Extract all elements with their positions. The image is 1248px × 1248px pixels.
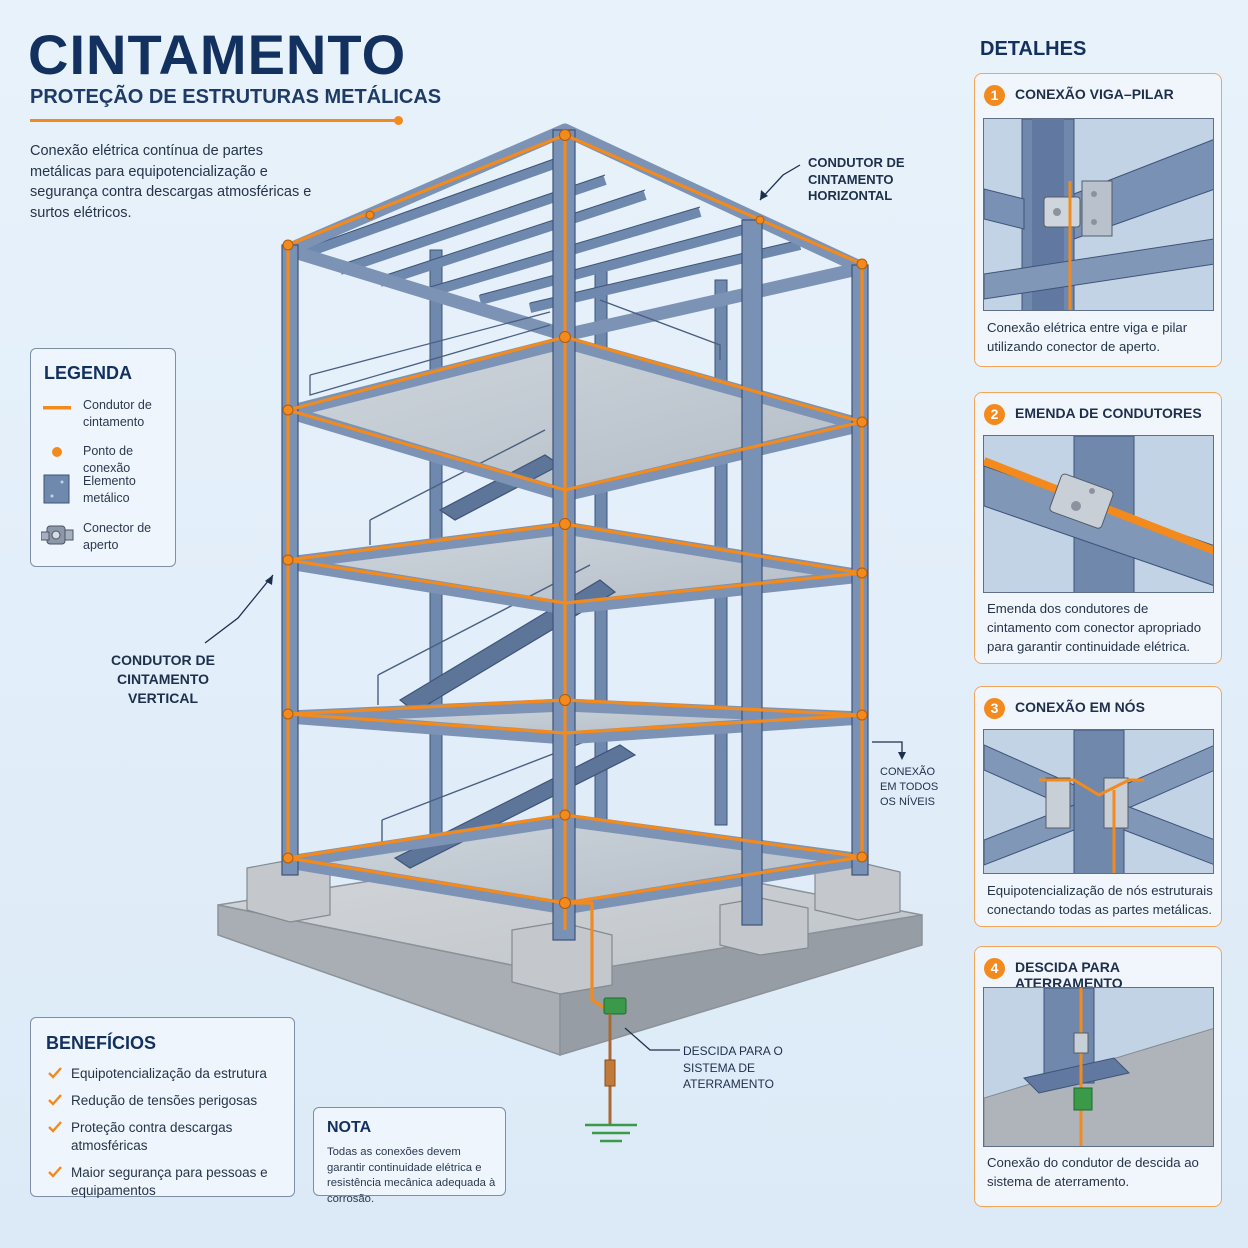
- callout-vertical-conductor: CONDUTOR DE CINTAMENTO VERTICAL: [111, 652, 215, 706]
- connection-points: [282, 129, 868, 909]
- detail-card-node-connection: 3 CONEXÃO EM NÓS Equipotencialização de …: [974, 686, 1222, 927]
- detail-number-badge: 1: [984, 85, 1005, 106]
- page-subtitle: PROTEÇÃO DE ESTRUTURAS METÁLICAS: [30, 86, 442, 108]
- detail-caption: Conexão do condutor de descida ao sistem…: [987, 1155, 1199, 1189]
- benefit-item: Redução de tensões perigosas: [46, 1092, 291, 1110]
- detail-number-badge: 3: [984, 698, 1005, 719]
- note-text: Todas as conexões devem garantir continu…: [327, 1146, 496, 1205]
- ground-downlead-icon: [984, 988, 1213, 1146]
- check-icon: [48, 1121, 62, 1133]
- leader-arrowheads: [265, 190, 906, 760]
- note-box: NOTA Todas as conexões devem garantir co…: [313, 1107, 506, 1205]
- railings: [309, 299, 721, 396]
- benefit-item: Proteção contra descargas atmosféricas: [46, 1119, 291, 1155]
- detail-card-ground-downlead: 4 DESCIDA PARA ATERRAMENTO Conexão do co…: [974, 946, 1222, 1207]
- detail-illustration: [983, 435, 1214, 593]
- callout-all-levels: CONEXÃO EM TODOS OS NÍVEIS: [880, 766, 939, 808]
- clamp-connector-icon: [41, 525, 74, 545]
- beam-column-connection-icon: [984, 119, 1213, 310]
- check-icon: [48, 1094, 62, 1106]
- page-title: CINTAMENTO: [28, 23, 407, 86]
- detail-number-badge: 4: [984, 958, 1005, 979]
- connection-point-icon: [52, 447, 62, 457]
- details-title: DETALHES: [980, 38, 1087, 60]
- detail-illustration: [983, 118, 1214, 311]
- detail-heading: CONEXÃO VIGA–PILAR: [1015, 86, 1174, 102]
- detail-caption: Conexão elétrica entre viga e pilar util…: [987, 320, 1188, 354]
- detail-caption: Equipotencialização de nós estruturais c…: [987, 883, 1213, 917]
- conductor-line-icon: [43, 406, 71, 410]
- detail-illustration: [983, 729, 1214, 874]
- detail-card-conductor-splice: 2 EMENDA DE CONDUTORES Emenda dos condut…: [974, 392, 1222, 664]
- title-underline-dot: [394, 116, 403, 125]
- callout-grounding-downlead: DESCIDA PARA O SISTEMA DE ATERRAMENTO: [683, 1044, 783, 1091]
- conductor-splice-icon: [984, 436, 1213, 592]
- benefit-item: Maior segurança para pessoas e equipamen…: [46, 1164, 291, 1200]
- note-title: NOTA: [327, 1119, 372, 1136]
- detail-illustration: [983, 987, 1214, 1147]
- legend-title: LEGENDA: [44, 363, 133, 383]
- check-icon: [48, 1166, 62, 1178]
- intro-text: Conexão elétrica contínua de partes metá…: [30, 143, 312, 221]
- node-connection-icon: [984, 730, 1213, 873]
- detail-number-badge: 2: [984, 404, 1005, 425]
- detail-heading: EMENDA DE CONDUTORES: [1015, 405, 1202, 421]
- footings: [246, 859, 901, 995]
- detail-card-beam-column: 1 CONEXÃO VIGA–PILAR Conexão elétrica en…: [974, 73, 1222, 367]
- legend-box: LEGENDA Condutor de cintamento Ponto de …: [30, 348, 176, 567]
- benefits-list: Equipotencialização da estrutura Redução…: [46, 1065, 291, 1209]
- grounding-downlead: [585, 997, 637, 1143]
- benefits-box: BENEFÍCIOS Equipotencialização da estrut…: [30, 1017, 295, 1198]
- detail-caption: Emenda dos condutores de cintamento com …: [987, 601, 1202, 654]
- check-icon: [48, 1067, 62, 1079]
- benefit-item: Equipotencialização da estrutura: [46, 1065, 291, 1083]
- title-underline: [30, 119, 398, 122]
- leader-lines: [204, 164, 903, 1051]
- metal-plate-icon: [43, 474, 70, 504]
- benefits-title: BENEFÍCIOS: [46, 1033, 157, 1053]
- callout-horizontal-conductor: CONDUTOR DE CINTAMENTO HORIZONTAL: [808, 155, 905, 203]
- detail-heading: CONEXÃO EM NÓS: [1015, 699, 1145, 715]
